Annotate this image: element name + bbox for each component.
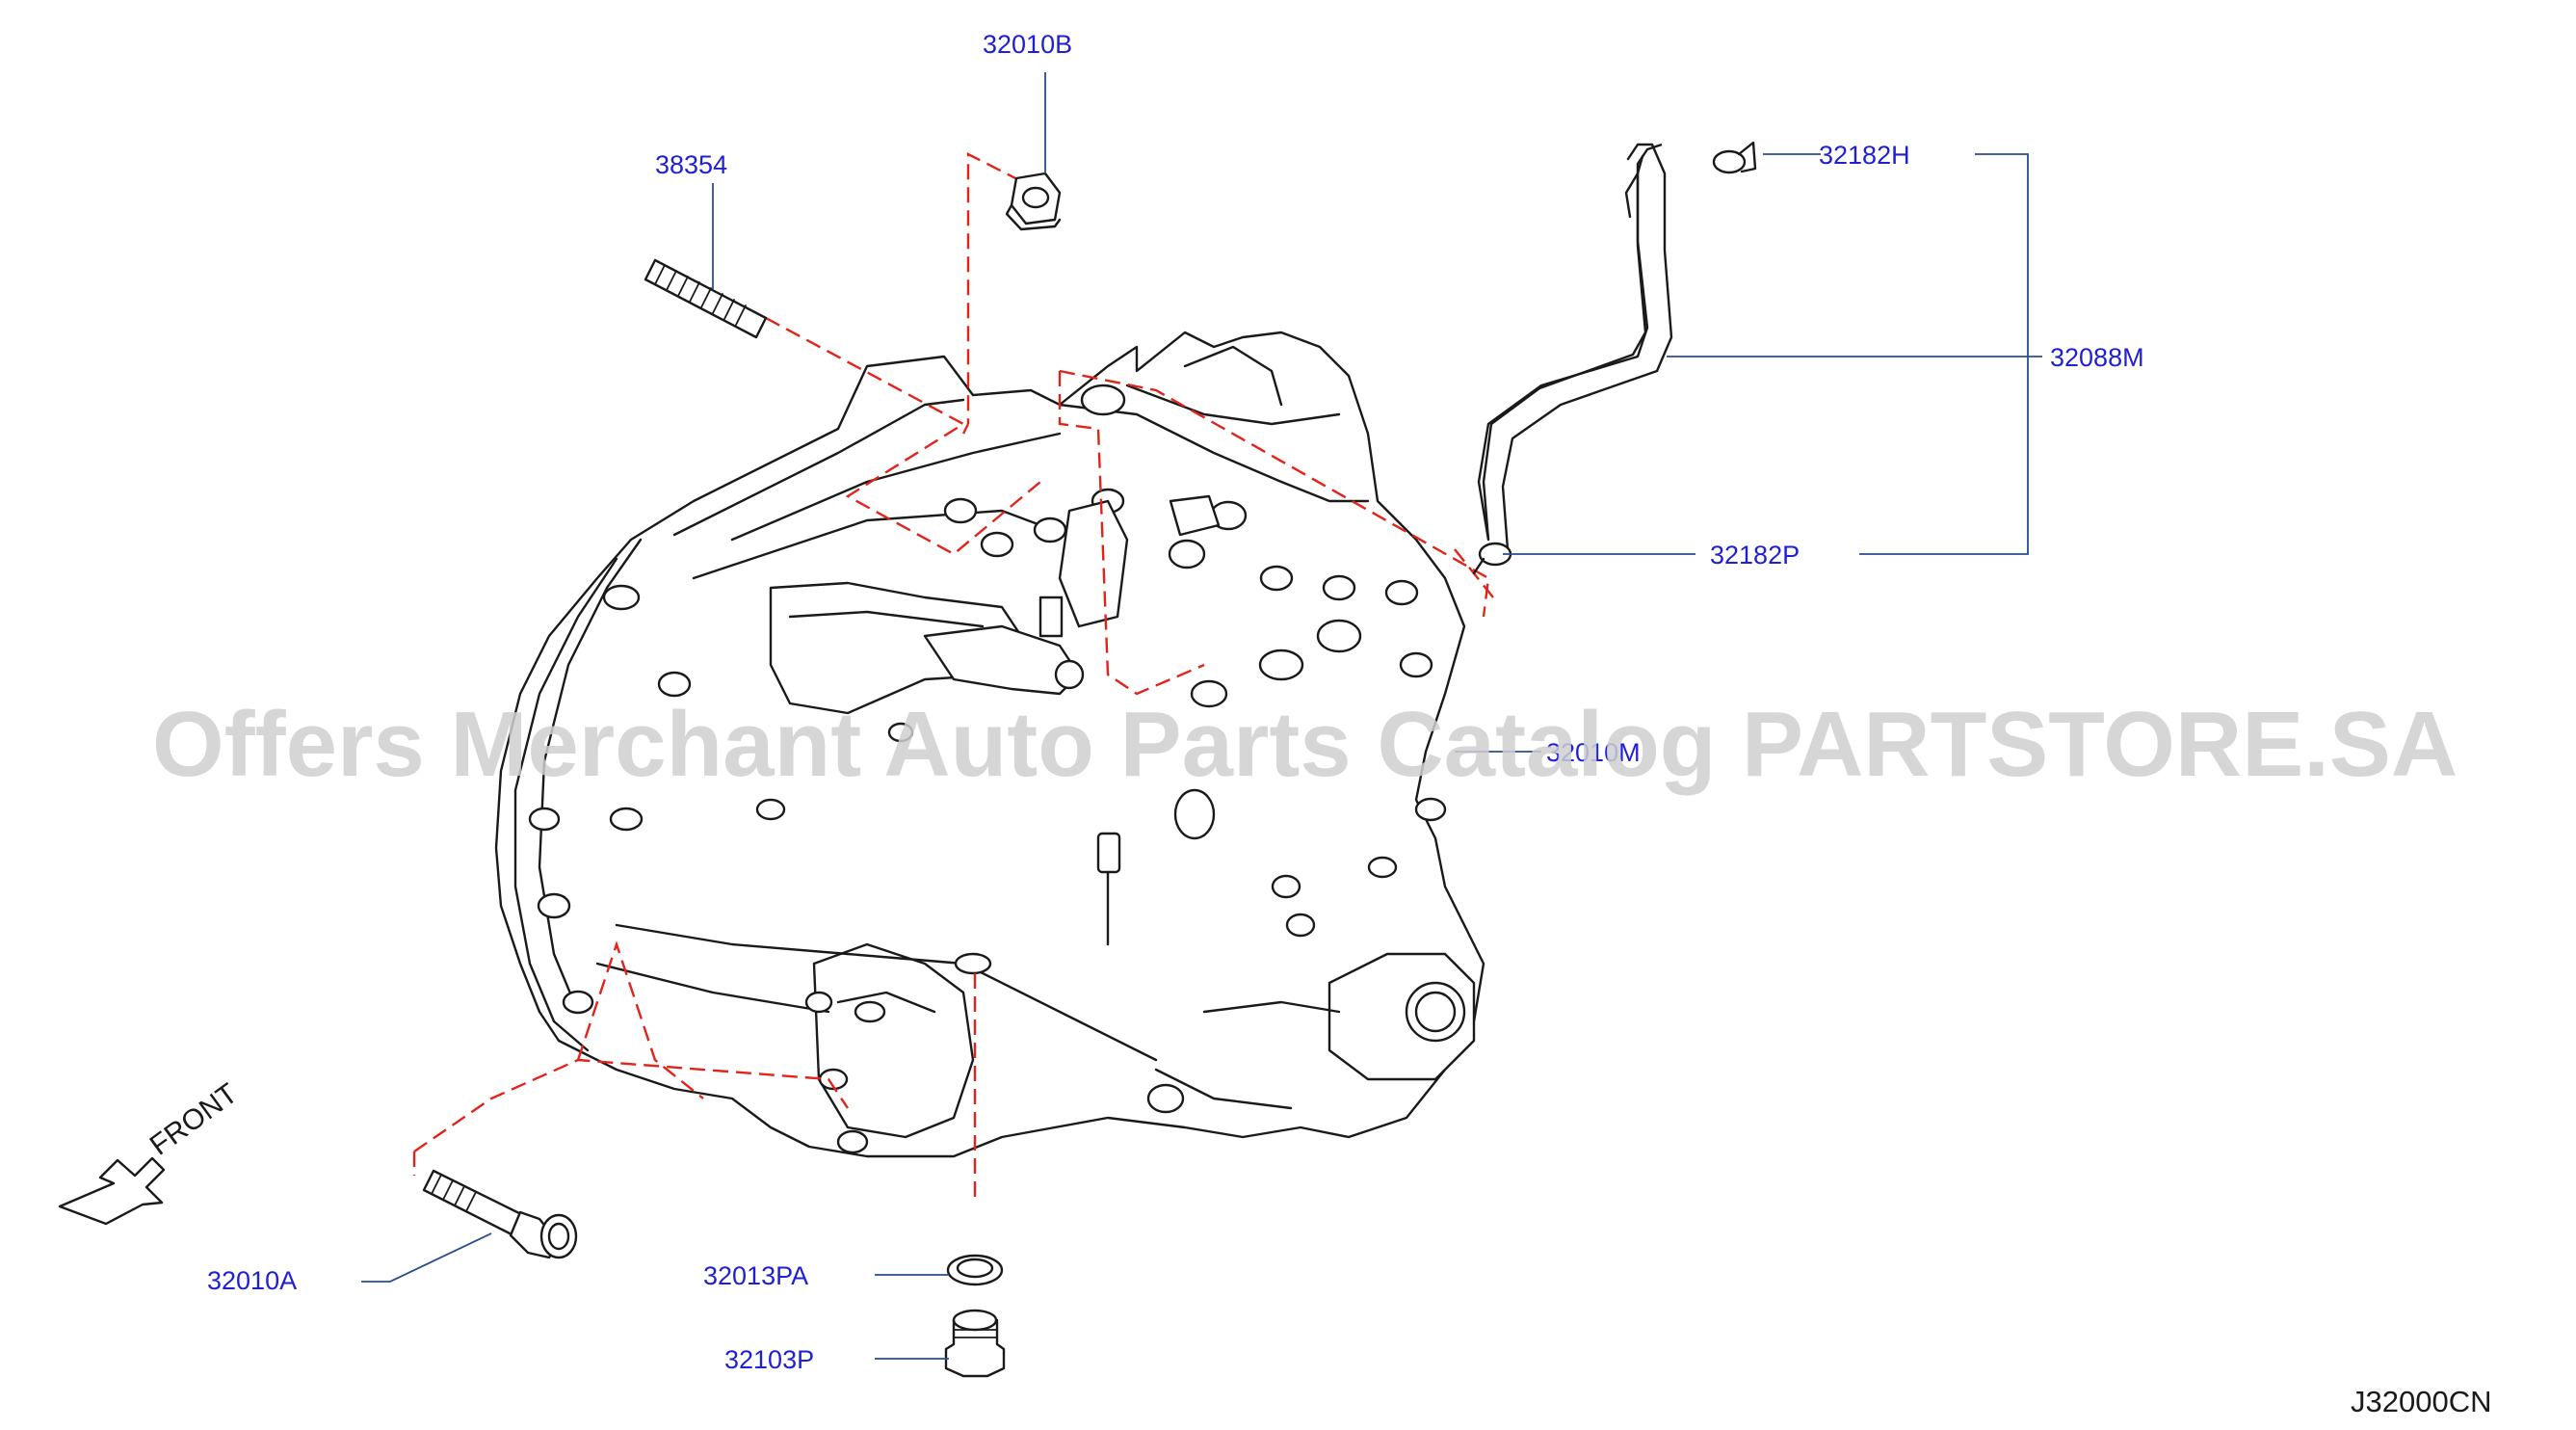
hose-clip-32182P[interactable]: [1472, 542, 1512, 575]
part-label-32010B[interactable]: 32010B: [983, 30, 1072, 59]
part-labels: 32010B 38354 32182H 32088M 32182P 32010A…: [207, 30, 2144, 1374]
drain-plug-32103P[interactable]: [944, 1309, 1006, 1378]
leader-lines: [361, 72, 2042, 1360]
stud-bolt-38354[interactable]: [644, 258, 768, 339]
part-label-32010M[interactable]: 32010M: [1546, 738, 1641, 767]
part-label-32182H[interactable]: 32182H: [1819, 141, 1910, 170]
drain-plug-gasket-32013PA[interactable]: [946, 1254, 1004, 1286]
watermark-text: Offers Merchant Auto Parts Catalog PARTS…: [152, 693, 2458, 796]
assembly-dash-lines: [412, 152, 1494, 1205]
part-label-32010A[interactable]: 32010A: [207, 1266, 297, 1295]
part-label-32013PA[interactable]: 32013PA: [703, 1261, 808, 1290]
front-arrow-icon: [58, 1156, 166, 1226]
front-direction-indicator: FRONT: [58, 1077, 244, 1226]
flange-bolt-32010A[interactable]: [422, 1169, 578, 1259]
part-label-38354[interactable]: 38354: [655, 150, 727, 179]
part-label-32103P[interactable]: 32103P: [724, 1345, 814, 1374]
breather-hose-32088M[interactable]: [1477, 143, 1673, 551]
flange-nut-32010B[interactable]: [1005, 172, 1062, 231]
hose-clip-32182H[interactable]: [1712, 141, 1757, 174]
part-label-32182P[interactable]: 32182P: [1710, 541, 1800, 569]
front-label: FRONT: [145, 1077, 244, 1161]
diagram-id: J32000CN: [2351, 1385, 2491, 1418]
part-label-32088M[interactable]: 32088M: [2050, 343, 2144, 372]
transaxle-case[interactable]: [494, 331, 1485, 1158]
